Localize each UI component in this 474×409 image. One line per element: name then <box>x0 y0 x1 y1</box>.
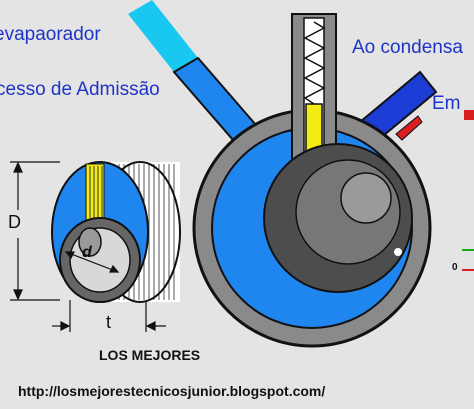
source-url[interactable]: http://losmejorestecnicosjunior.blogspot… <box>18 383 326 399</box>
evaporator-label: evapaorador <box>0 24 101 45</box>
dimension-d-label: d <box>82 244 92 261</box>
dimension-d <box>64 251 120 273</box>
dimension-D <box>10 161 60 301</box>
intake-process-label: cesso de Admissão <box>0 79 160 100</box>
dimension-t <box>52 300 166 332</box>
red-marker <box>464 110 474 120</box>
inlet-pipe <box>128 0 264 150</box>
dimension-D-label: D <box>8 212 21 232</box>
condenser-label: Ao condensa <box>352 37 463 58</box>
piston-3d-illustration <box>51 161 181 303</box>
red-pipe <box>395 115 423 141</box>
caption: LOS MEJORES <box>99 347 201 363</box>
gauge-lines <box>462 249 474 271</box>
vane-spring <box>303 21 326 105</box>
zero-mark-label: 0 <box>452 262 458 273</box>
em-label: Em <box>432 93 461 114</box>
dimension-t-label: t <box>106 312 112 332</box>
rotor <box>263 143 413 293</box>
